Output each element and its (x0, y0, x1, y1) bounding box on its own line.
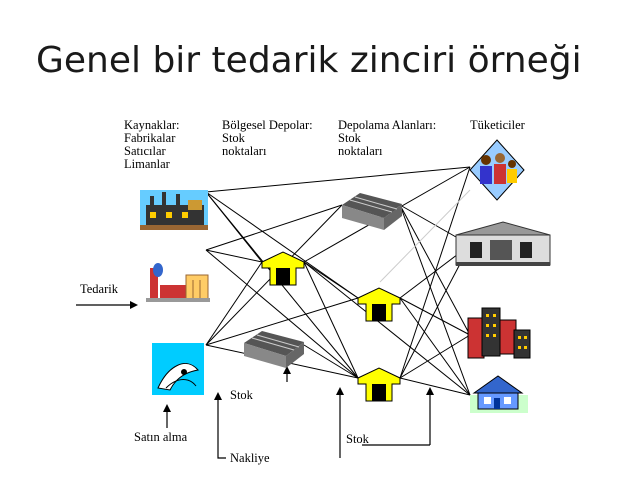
warehouse-1-icon (342, 193, 402, 230)
consumers-city-icon (467, 307, 531, 359)
header-storage-title: Depolama Alanları: (338, 118, 437, 132)
consumers-house-icon (470, 375, 528, 413)
factory-icon (140, 190, 208, 230)
transport-bracket (217, 395, 431, 459)
regional-depot-3-icon (357, 367, 401, 402)
purchase-arrow (163, 404, 171, 428)
header-sources-sellers: Satıcılar (124, 144, 166, 158)
header-regional-stock: Stok (222, 131, 245, 145)
flow-lines (205, 166, 471, 396)
header-regional-points: noktaları (222, 144, 267, 158)
header-consumers: Tüketiciler (470, 119, 525, 132)
regional-depot-2-icon (357, 287, 401, 322)
seller-icon (146, 263, 210, 302)
regional-depot-1-icon (261, 251, 305, 286)
header-storage: Depolama Alanları: Stok noktaları (338, 119, 436, 158)
consumers-people-icon (469, 139, 525, 201)
label-stock-right: Stok (346, 432, 369, 446)
header-storage-points: noktaları (338, 144, 383, 158)
header-regional-title: Bölgesel Depolar: (222, 118, 313, 132)
label-supply: Tedarik (80, 282, 118, 296)
header-sources-ports: Limanlar (124, 157, 170, 171)
header-consumers-title: Tüketiciler (470, 118, 525, 132)
header-regional: Bölgesel Depolar: Stok noktaları (222, 119, 313, 158)
header-sources-factories: Fabrikalar (124, 131, 176, 145)
label-purchase: Satın alma (134, 430, 188, 444)
port-icon (152, 343, 204, 395)
header-sources: Kaynaklar: Fabrikalar Satıcılar Limanlar (124, 119, 180, 171)
header-sources-title: Kaynaklar: (124, 118, 180, 132)
label-transport: Nakliye (230, 451, 270, 465)
consumers-store-icon (455, 221, 551, 266)
page-title: Genel bir tedarik zinciri örneği (36, 40, 582, 81)
header-storage-stock: Stok (338, 131, 361, 145)
supply-arrow (76, 301, 138, 309)
warehouse-2-icon (244, 331, 304, 368)
stock-arrow-left (283, 366, 291, 382)
label-stock-left: Stok (230, 388, 253, 402)
